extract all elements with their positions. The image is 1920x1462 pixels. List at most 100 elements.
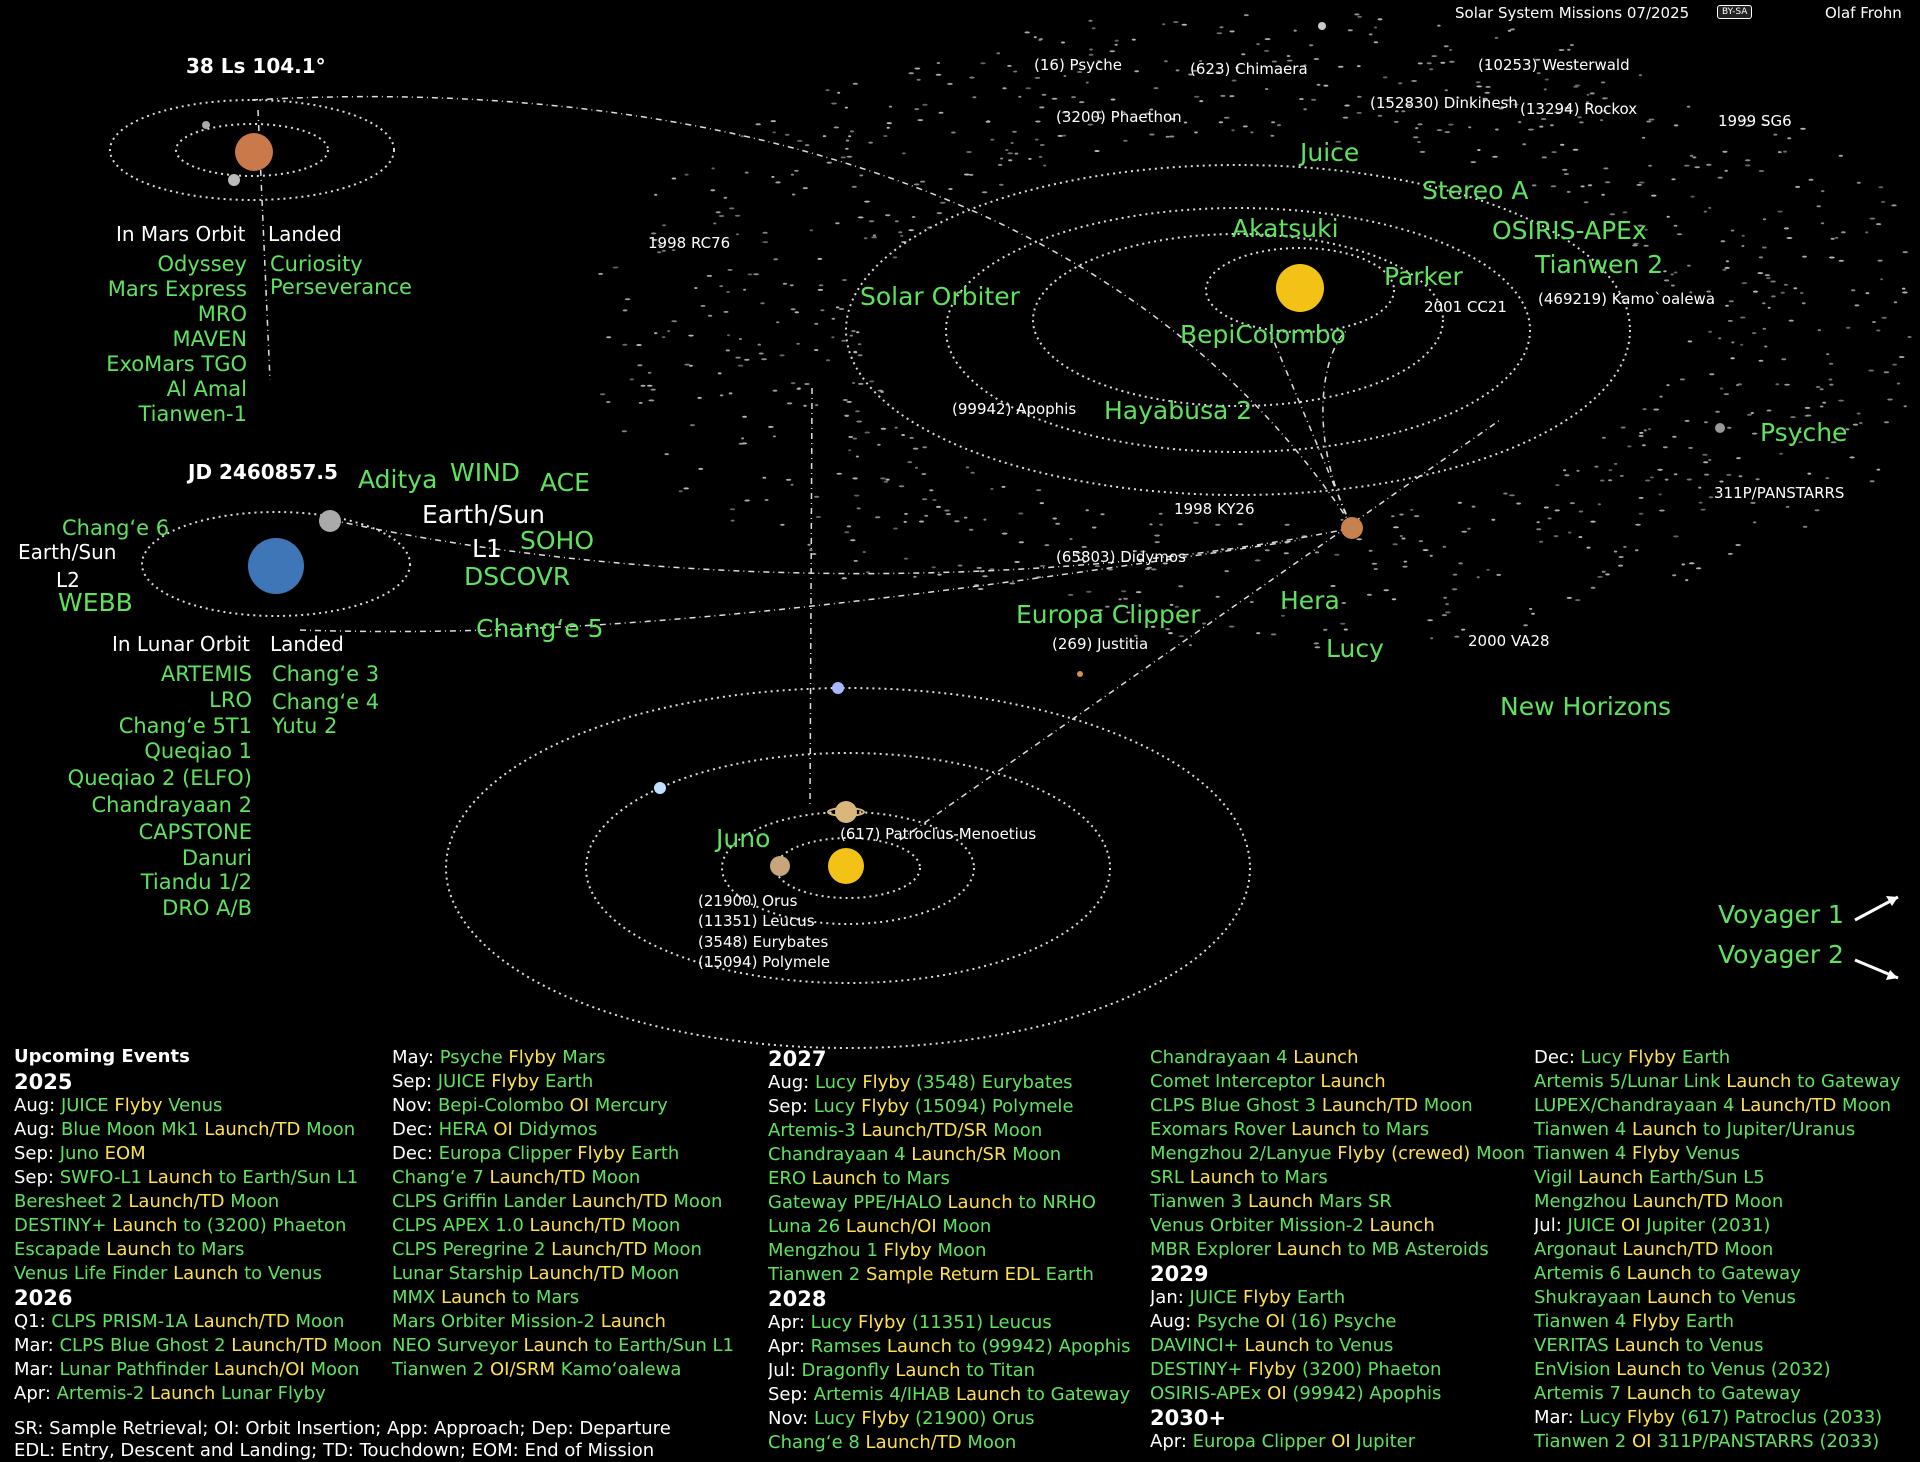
event-row[interactable]: Nov: Bepi-Colombo OI Mercury [392, 1094, 772, 1118]
mission-akatsuki[interactable]: Akatsuki [1232, 214, 1339, 243]
event-row[interactable]: EnVision Launch to Venus (2032) [1534, 1358, 1914, 1382]
event-row[interactable]: Apr: Ramses Launch to (99942) Apophis [768, 1335, 1148, 1359]
event-row[interactable]: Aug: Blue Moon Mk1 Launch/TD Moon [14, 1118, 394, 1142]
event-row[interactable]: Nov: Lucy Flyby (21900) Orus [768, 1407, 1148, 1431]
event-row[interactable]: Mars Orbiter Mission-2 Launch [392, 1310, 772, 1334]
lunar-orbiter-dro-a-b[interactable]: DRO A/B [162, 896, 252, 920]
event-row[interactable]: Chandrayaan 4 Launch/SR Moon [768, 1143, 1148, 1167]
event-row[interactable]: CLPS Blue Ghost 3 Launch/TD Moon [1150, 1094, 1530, 1118]
event-row[interactable]: Shukrayaan Launch to Venus [1534, 1286, 1914, 1310]
event-row[interactable]: Mar: Lunar Pathfinder Launch/OI Moon [14, 1358, 394, 1382]
event-row[interactable]: Tianwen 2 OI/SRM Kamo‘oalewa [392, 1358, 772, 1382]
event-row[interactable]: Venus Orbiter Mission-2 Launch [1150, 1214, 1530, 1238]
lunar-orbiter-chandrayaan-2[interactable]: Chandrayaan 2 [91, 793, 253, 817]
event-row[interactable]: DESTINY+ Launch to (3200) Phaeton [14, 1214, 394, 1238]
event-row[interactable]: Jul: JUICE OI Jupiter (2031) [1534, 1214, 1914, 1238]
lunar-orbiter-artemis[interactable]: ARTEMIS [160, 662, 252, 686]
event-row[interactable]: Luna 26 Launch/OI Moon [768, 1215, 1148, 1239]
event-row[interactable]: Apr: Lucy Flyby (11351) Leucus [768, 1311, 1148, 1335]
license-badge[interactable]: BY-SA [1717, 5, 1753, 19]
lunar-orbiter-queqiao-2-elfo[interactable]: Queqiao 2 (ELFO) [67, 766, 252, 790]
mission-change5[interactable]: Chang‘e 5 [476, 614, 604, 643]
event-row[interactable]: Tianwen 4 Flyby Venus [1534, 1142, 1914, 1166]
event-row[interactable]: Chang‘e 7 Launch/TD Moon [392, 1166, 772, 1190]
event-row[interactable]: Tianwen 3 Launch Mars SR [1150, 1190, 1530, 1214]
mars-orbiter-exomars-tgo[interactable]: ExoMars TGO [106, 352, 247, 376]
lunar-orbiter-queqiao-1[interactable]: Queqiao 1 [144, 739, 252, 763]
mission-aditya[interactable]: Aditya [358, 465, 438, 494]
event-row[interactable]: NEO Surveyor Launch to Earth/Sun L1 [392, 1334, 772, 1358]
event-row[interactable]: Aug: Lucy Flyby (3548) Eurybates [768, 1071, 1148, 1095]
mars-lander-perseverance[interactable]: Perseverance [270, 275, 412, 299]
lunar-orbiter-lro[interactable]: LRO [209, 688, 252, 712]
mars-orbiter-odyssey[interactable]: Odyssey [157, 252, 247, 276]
event-row[interactable]: Tianwen 2 Sample Return EDL Earth [768, 1263, 1148, 1287]
event-row[interactable]: Dec: Europa Clipper Flyby Earth [392, 1142, 772, 1166]
lunar-orbiter-capstone[interactable]: CAPSTONE [138, 820, 252, 844]
lunar-orbiter-danuri[interactable]: Danuri [181, 846, 252, 870]
mission-tianwen-2[interactable]: Tianwen 2 [1535, 250, 1664, 279]
event-row[interactable]: Sep: Lucy Flyby (15094) Polymele [768, 1095, 1148, 1119]
mission-bepicolombo[interactable]: BepiColombo [1180, 320, 1346, 349]
lunar-lander-chang-e-3[interactable]: Chang‘e 3 [272, 662, 380, 686]
event-row[interactable]: DAVINCI+ Launch to Venus [1150, 1334, 1530, 1358]
event-row[interactable]: Comet Interceptor Launch [1150, 1070, 1530, 1094]
event-row[interactable]: Apr: Artemis-2 Launch Lunar Flyby [14, 1382, 394, 1406]
mars-orbiter-mro[interactable]: MRO [197, 302, 247, 326]
mission-psyche[interactable]: Psyche [1760, 418, 1848, 447]
event-row[interactable]: Artemis 6 Launch to Gateway [1534, 1262, 1914, 1286]
event-row[interactable]: Chang‘e 8 Launch/TD Moon [768, 1431, 1148, 1455]
mission-dscovr[interactable]: DSCOVR [464, 562, 571, 591]
event-row[interactable]: Sep: JUICE Flyby Earth [392, 1070, 772, 1094]
lunar-lander-yutu-2[interactable]: Yutu 2 [272, 714, 338, 738]
mission-lucy[interactable]: Lucy [1326, 634, 1384, 663]
event-row[interactable]: Tianwen 4 Flyby Earth [1534, 1310, 1914, 1334]
mars-orbiter-tianwen-1[interactable]: Tianwen-1 [138, 402, 247, 426]
mission-ace[interactable]: ACE [540, 468, 590, 497]
event-row[interactable]: Artemis 5/Lunar Link Launch to Gateway [1534, 1070, 1914, 1094]
mission-voyager1[interactable]: Voyager 1 [1718, 900, 1844, 929]
event-row[interactable]: Mar: CLPS Blue Ghost 2 Launch/TD Moon [14, 1334, 394, 1358]
event-row[interactable]: Sep: Artemis 4/IHAB Launch to Gateway [768, 1383, 1148, 1407]
event-row[interactable]: LUPEX/Chandrayaan 4 Launch/TD Moon [1534, 1094, 1914, 1118]
mars-orbiter-maven[interactable]: MAVEN [172, 327, 247, 351]
lunar-orbiter-tiandu-1-2[interactable]: Tiandu 1/2 [140, 870, 252, 894]
event-row[interactable]: Argonaut Launch/TD Moon [1534, 1238, 1914, 1262]
event-row[interactable]: Mengzhou Launch/TD Moon [1534, 1190, 1914, 1214]
event-row[interactable]: Jan: JUICE Flyby Earth [1150, 1286, 1530, 1310]
mission-soho[interactable]: SOHO [520, 526, 595, 555]
event-row[interactable]: Sep: SWFO-L1 Launch to Earth/Sun L1 [14, 1166, 394, 1190]
event-row[interactable]: Aug: Psyche OI (16) Psyche [1150, 1310, 1530, 1334]
mission-europa-clipper[interactable]: Europa Clipper [1016, 600, 1201, 629]
event-row[interactable]: Exomars Rover Launch to Mars [1150, 1118, 1530, 1142]
mission-webb[interactable]: WEBB [58, 588, 133, 617]
event-row[interactable]: CLPS Griffin Lander Launch/TD Moon [392, 1190, 772, 1214]
event-row[interactable]: CLPS APEX 1.0 Launch/TD Moon [392, 1214, 772, 1238]
lunar-orbiter-chang-e-5t1[interactable]: Chang‘e 5T1 [118, 714, 252, 738]
mission-juno[interactable]: Juno [716, 824, 771, 853]
event-row[interactable]: Tianwen 4 Launch to Jupiter/Uranus [1534, 1118, 1914, 1142]
event-row[interactable]: CLPS Peregrine 2 Launch/TD Moon [392, 1238, 772, 1262]
event-row[interactable]: Sep: Juno EOM [14, 1142, 394, 1166]
event-row[interactable]: Gateway PPE/HALO Launch to NRHO [768, 1191, 1148, 1215]
event-row[interactable]: SRL Launch to Mars [1150, 1166, 1530, 1190]
event-row[interactable]: Dec: Lucy Flyby Earth [1534, 1046, 1914, 1070]
event-row[interactable]: Q1: CLPS PRISM-1A Launch/TD Moon [14, 1310, 394, 1334]
event-row[interactable]: Mar: Lucy Flyby (617) Patroclus (2033) [1534, 1406, 1914, 1430]
mission-new-horizons[interactable]: New Horizons [1500, 692, 1672, 721]
mission-juice[interactable]: Juice [1300, 138, 1360, 167]
mission-solar-orbiter[interactable]: Solar Orbiter [860, 282, 1020, 311]
mission-voyager2[interactable]: Voyager 2 [1718, 940, 1844, 969]
event-row[interactable]: Mengzhou 2/Lanyue Flyby (crewed) Moon [1150, 1142, 1530, 1166]
event-row[interactable]: Dec: HERA OI Didymos [392, 1118, 772, 1142]
event-row[interactable]: Apr: Europa Clipper OI Jupiter [1150, 1430, 1530, 1454]
mission-change6[interactable]: Chang‘e 6 [62, 516, 170, 540]
mission-wind[interactable]: WIND [450, 458, 521, 487]
event-row[interactable]: Lunar Starship Launch/TD Moon [392, 1262, 772, 1286]
event-row[interactable]: DESTINY+ Flyby (3200) Phaeton [1150, 1358, 1530, 1382]
event-row[interactable]: Artemis 7 Launch to Gateway [1534, 1382, 1914, 1406]
event-row[interactable]: Escapade Launch to Mars [14, 1238, 394, 1262]
event-row[interactable]: Tianwen 2 OI 311P/PANSTARRS (2033) [1534, 1430, 1914, 1454]
mars-orbiter-al-amal[interactable]: Al Amal [166, 377, 247, 401]
lunar-lander-chang-e-4[interactable]: Chang‘e 4 [272, 690, 380, 714]
